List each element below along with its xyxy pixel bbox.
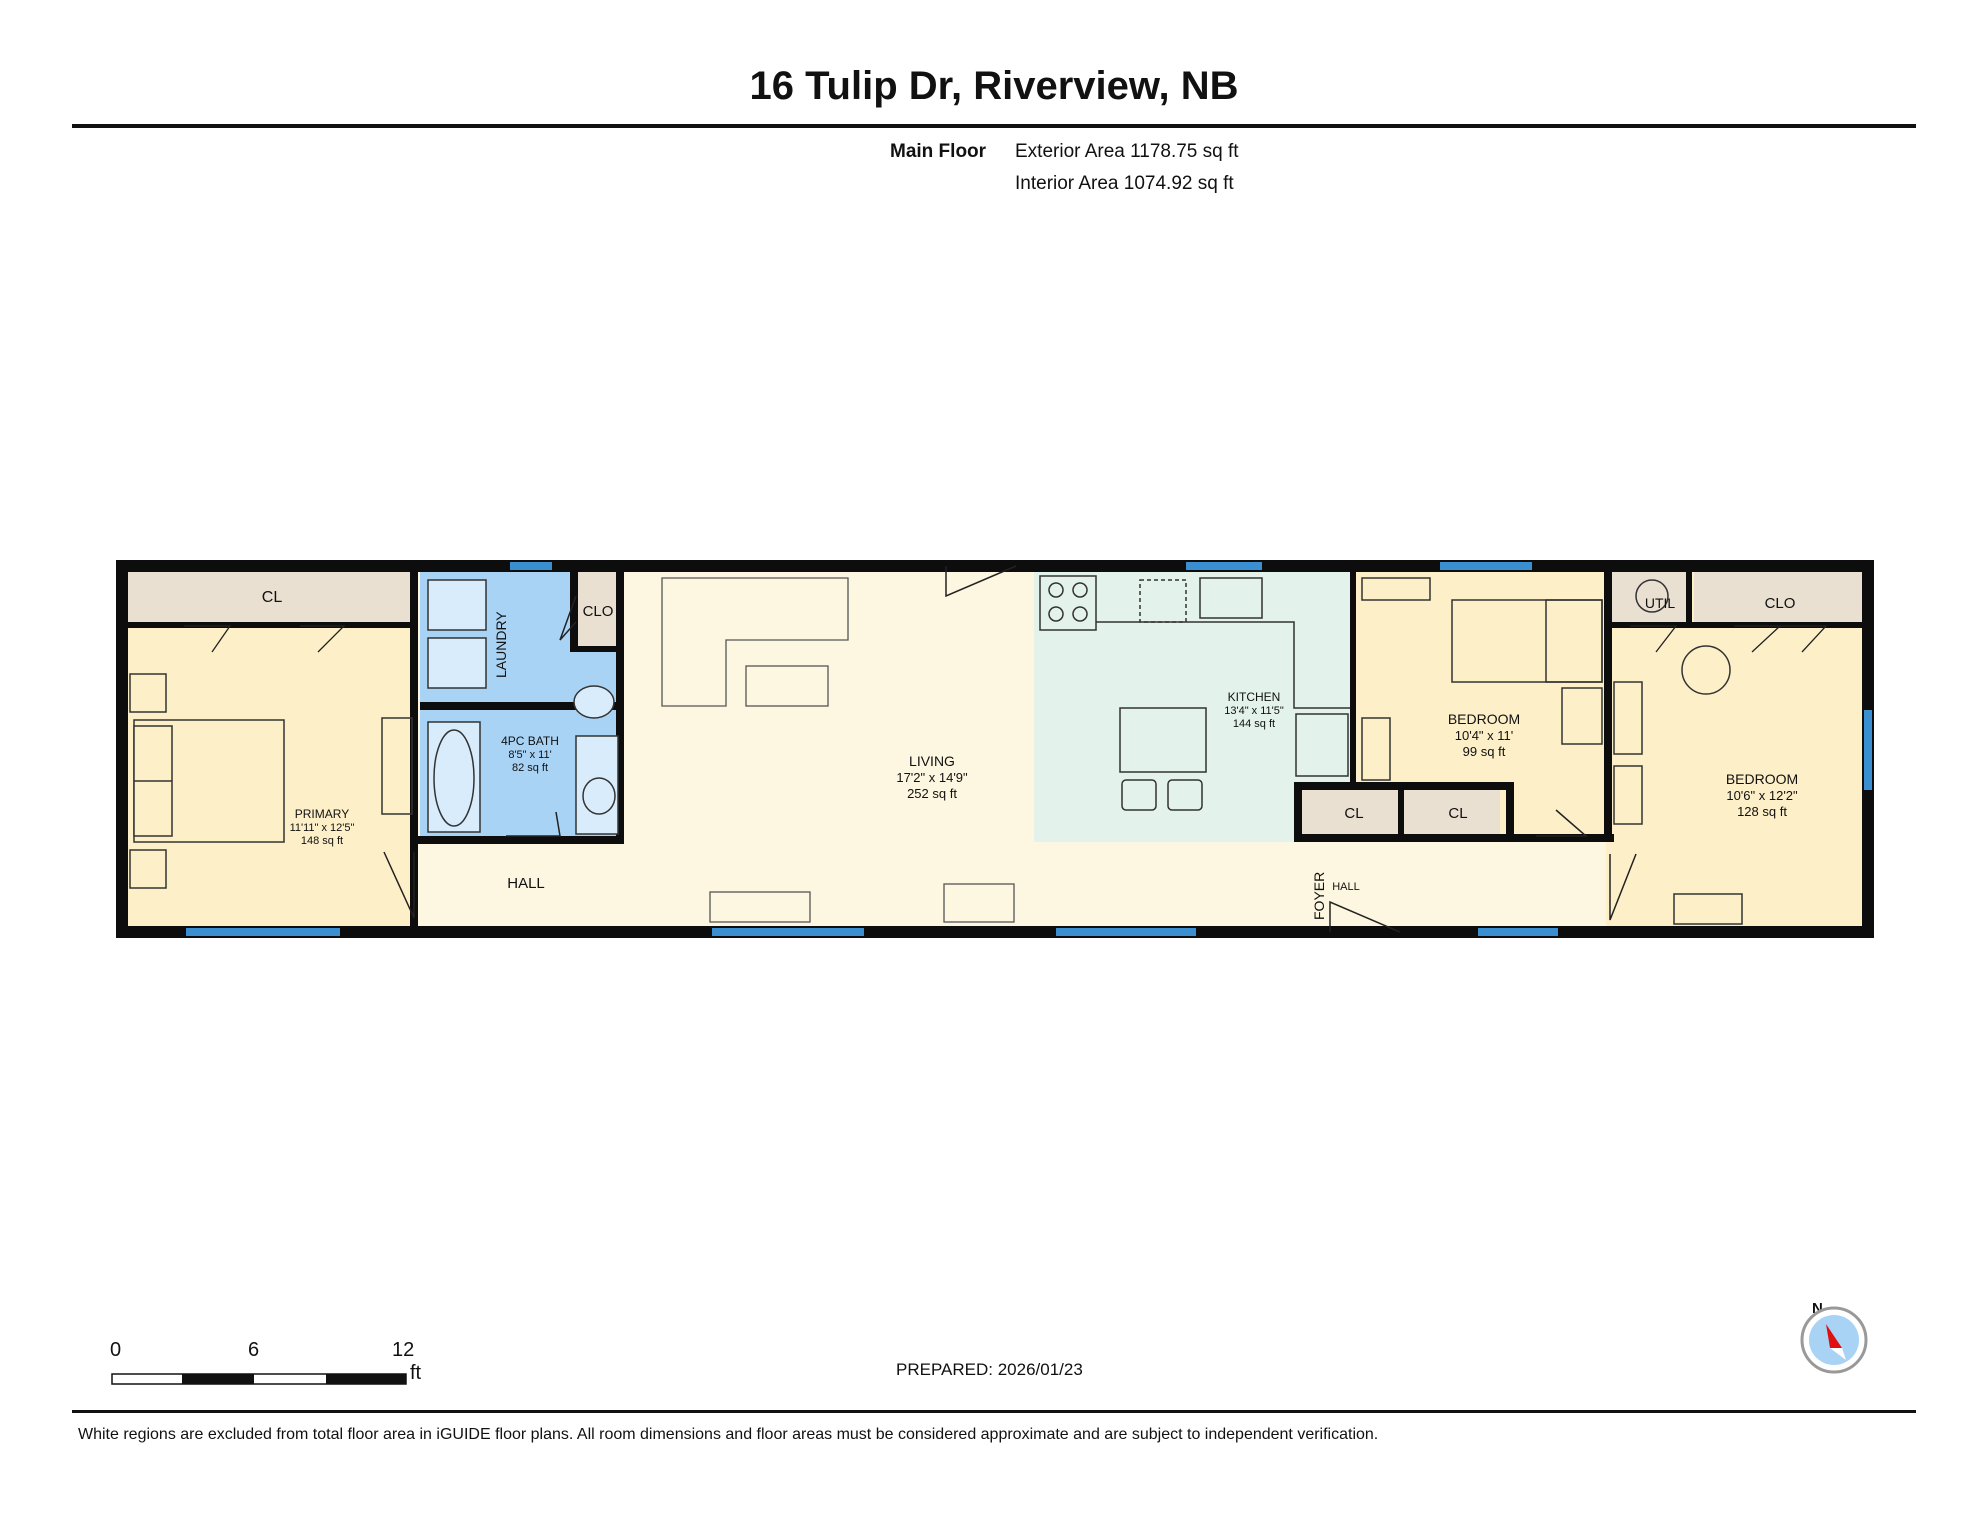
bath-dims: 8'5" x 11' [508,749,551,761]
bath-name: 4PC BATH [501,734,559,748]
closet-a [1300,788,1398,834]
primary-dims: 11'11" x 12'5" [290,822,355,834]
closet-doors [184,625,1828,653]
prepared-date: PREPARED: 2026/01/23 [896,1360,1083,1379]
nightstand [129,673,167,713]
disclaimer: White regions are excluded from total fl… [78,1426,1379,1443]
windows [186,562,1872,936]
bedroom-1-area: 99 sq ft [1463,744,1506,759]
doors [383,565,1637,933]
closet-a-label: CL [1344,805,1363,822]
closet-bath [576,572,620,650]
bedroom-1-name: BEDROOM [1448,711,1520,727]
room-bedroom-2 [1606,572,1868,926]
closet-primary-label: CL [262,589,283,606]
closet-primary [128,572,414,622]
kitchen-dims: 13'4" x 11'5" [1224,705,1284,717]
interior-walls [128,566,1868,928]
bath-area: 82 sq ft [512,762,548,774]
interior-area: Interior Area 1074.92 sq ft [1015,173,1234,194]
header-rule [72,124,1916,128]
footer-rule [72,1410,1916,1413]
kitchen-fixtures [1039,575,1350,811]
hall-right-label: HALL [1332,881,1360,893]
util-label: UTIL [1645,595,1676,611]
kitchen-area: 144 sq ft [1233,718,1275,730]
bedroom-2-dims: 10'6" x 12'2" [1726,788,1798,803]
bath-fixtures [427,579,619,835]
living-area: 252 sq ft [907,786,957,801]
nightstand [129,849,167,889]
plan-title: 16 Tulip Dr, Riverview, NB [749,64,1239,108]
scale-unit: ft [410,1362,422,1384]
closet-bedroom-2 [1694,572,1862,624]
floor-name: Main Floor [890,141,987,162]
bedroom-1-furniture [1361,577,1603,781]
bedroom-2-furniture [1613,579,1743,925]
living-name: LIVING [909,753,955,769]
scale-bar [111,1373,407,1385]
primary-name: PRIMARY [295,807,349,821]
primary-area: 148 sq ft [301,835,343,847]
closet-bedroom-2-label: CLO [1765,595,1796,612]
closet-b-label: CL [1448,805,1467,822]
living-dims: 17'2" x 14'9" [896,770,968,785]
compass-icon [1800,1306,1868,1374]
bedroom-1-dims: 10'4" x 11' [1455,728,1514,743]
kitchen-name: KITCHEN [1228,690,1281,704]
foyer-label: FOYER [1311,872,1327,920]
bedroom-2-name: BEDROOM [1726,771,1798,787]
closet-b [1404,788,1500,834]
dresser [381,717,413,815]
scale-tick-12: 12 [392,1339,415,1361]
primary-bed [133,719,285,843]
laundry-label: LAUNDRY [493,611,509,678]
hall-label: HALL [507,875,545,892]
living-furniture [661,577,1015,923]
scale-tick-6: 6 [248,1339,260,1361]
scale-tick-0: 0 [110,1339,122,1361]
exterior-area: Exterior Area 1178.75 sq ft [1015,141,1239,162]
closet-bath-label: CLO [583,603,614,620]
bedroom-2-area: 128 sq ft [1737,804,1787,819]
compass-label: N [1812,1300,1823,1317]
